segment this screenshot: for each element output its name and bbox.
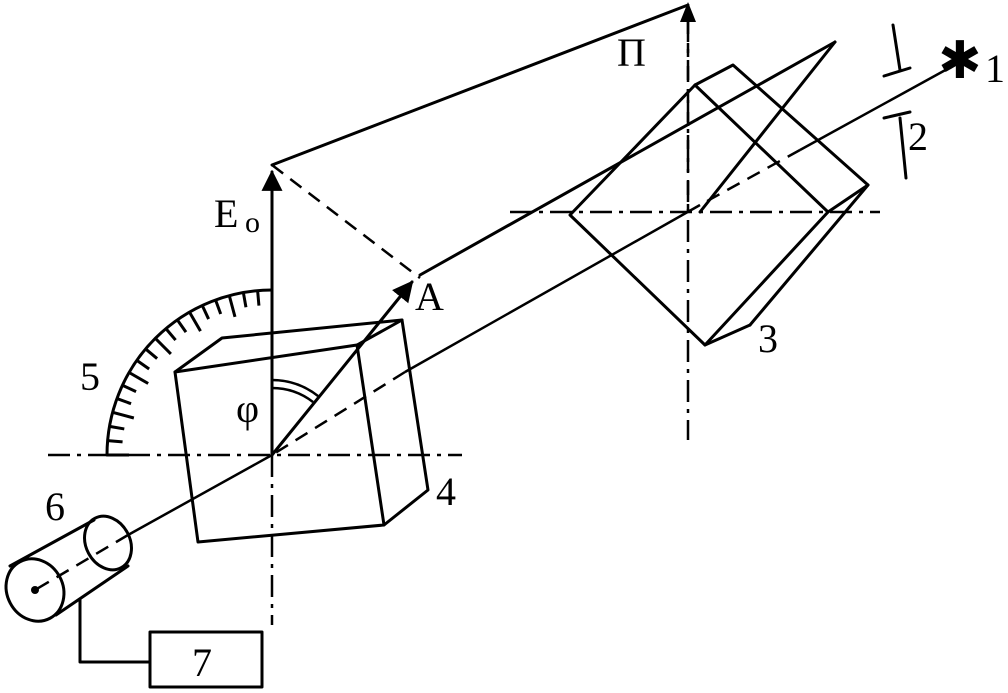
analyzer-right-side (382, 318, 430, 527)
detector-top-edge (8, 518, 96, 568)
label-a: A (415, 274, 444, 319)
scale-tick (214, 299, 223, 315)
slit-lower-base (882, 110, 912, 120)
vectors (261, 169, 414, 457)
labels: E o A П φ ✱ 1 2 3 4 5 6 7 (45, 30, 1005, 685)
plane-tip-arrow (680, 2, 696, 22)
scale-tick (128, 371, 149, 385)
scale-ticks (107, 290, 274, 457)
polarizer-3 (568, 63, 870, 347)
source-star-icon: ✱ (938, 31, 982, 91)
label-6: 6 (45, 484, 65, 529)
beam-polarizer-to-analyzer (404, 203, 701, 374)
analyzer-4 (173, 318, 430, 544)
scale-tick (188, 311, 202, 332)
beam-inside-detector (34, 533, 129, 592)
scale-tick (116, 397, 132, 406)
scale-tick (107, 439, 123, 444)
scale-tick (121, 383, 137, 393)
photodetector-6 (4, 514, 133, 623)
label-5: 5 (80, 354, 100, 399)
scale-tick (227, 295, 237, 318)
slit-2 (882, 23, 912, 180)
scale-tick (135, 359, 150, 371)
detector-back-face (83, 514, 133, 572)
beam-analyzer-to-detector (127, 453, 273, 537)
polarizer-front-face (568, 83, 830, 347)
beam-inside-analyzer (271, 370, 406, 457)
polarizer-bottom-side (703, 323, 752, 347)
scale-tick (154, 337, 172, 355)
label-7: 7 (192, 640, 212, 685)
analyzer-top-side (173, 318, 404, 374)
label-plane-p: П (617, 30, 646, 75)
label-1: 1 (985, 46, 1005, 91)
scale-tick (164, 327, 177, 342)
connection-wire (78, 598, 152, 664)
label-e-sub: o (245, 206, 260, 239)
plane-diagonal-edge (698, 40, 837, 214)
scale-tick (241, 292, 248, 308)
scale-tick (144, 347, 159, 360)
scale-tick (256, 290, 261, 306)
angular-scale-5 (105, 288, 274, 457)
slit-upper-jaw (891, 23, 902, 72)
scale-tick (109, 424, 125, 431)
angle-phi-arc (271, 378, 319, 397)
recorder-box (148, 630, 264, 689)
slit-lower-jaw (898, 116, 908, 180)
slit-upper-base (882, 66, 912, 78)
scale-tick (176, 318, 188, 333)
angle-phi-arc-inner (271, 386, 314, 403)
beam-source-to-polarizer (799, 60, 961, 152)
polarization-plane (270, 2, 837, 279)
vector-a-arrow (270, 280, 414, 457)
label-3: 3 (758, 316, 778, 361)
projection-line (271, 164, 421, 279)
scale-tick (200, 304, 210, 320)
label-e: E (214, 191, 238, 236)
label-4: 4 (436, 469, 456, 514)
light-beam (34, 60, 961, 592)
polarizer-right-side (748, 183, 870, 327)
plane-lower-edge (418, 40, 837, 277)
detector-bottom-edge (54, 564, 130, 617)
beam-inside-polarizer (699, 148, 801, 207)
polarizer-top-side (693, 63, 870, 214)
detector-center-dot (31, 586, 39, 594)
plane-top-edge (270, 3, 690, 167)
label-phi: φ (236, 386, 259, 431)
recorder-7 (78, 598, 264, 689)
scale-tick (112, 410, 135, 420)
label-2: 2 (908, 114, 928, 159)
